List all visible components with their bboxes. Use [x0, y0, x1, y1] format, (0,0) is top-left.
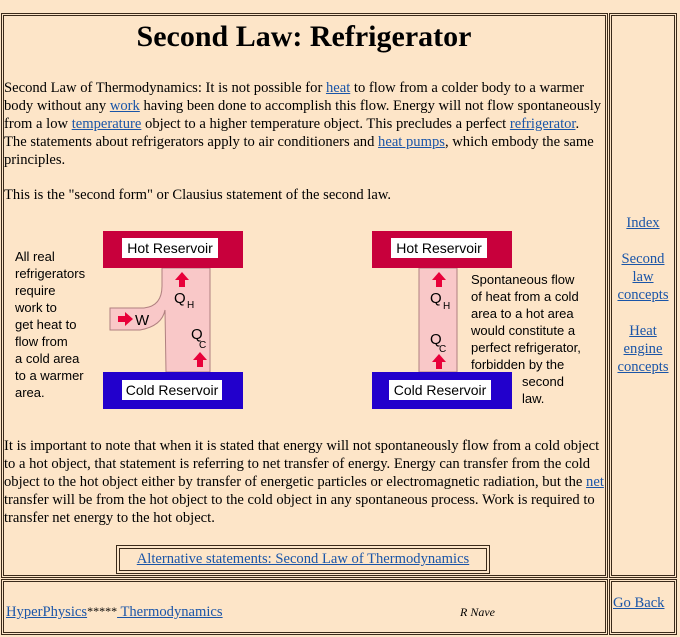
caption-line: area.: [15, 385, 45, 400]
heat-pumps-link[interactable]: heat pumps: [378, 134, 445, 150]
text: . The statements about refrigerators app…: [4, 116, 580, 150]
caption-line: would constitute a: [471, 323, 576, 338]
sidebar-nav: Index Second law concepts Heat engine concep…: [611, 214, 675, 376]
hot-reservoir-label: Hot Reservoir: [396, 240, 482, 256]
arrow-right-icon: [118, 312, 133, 326]
link-line: Second: [621, 251, 665, 267]
link-line: concepts: [617, 287, 669, 303]
caption-line: Spontaneous flow: [471, 272, 575, 287]
text: transfer will be from the hot object to …: [4, 492, 595, 526]
sidebar-cell: [609, 13, 677, 578]
link-line: Heat: [629, 323, 657, 339]
refrigerator-link[interactable]: refrigerator: [509, 116, 576, 132]
text: Second Law of Thermodynamics: It is not …: [4, 80, 326, 96]
alt-statements-box: Alternative statements: Second Law of Th…: [116, 545, 490, 574]
arrow-up-icon: [193, 352, 207, 367]
text: It is important to note that when it is …: [4, 438, 600, 490]
caption-line: get heat to: [15, 317, 77, 332]
qh-sub: H: [443, 301, 450, 312]
text: , which embody the same principles.: [4, 134, 594, 168]
caption-line: to a warmer: [15, 368, 84, 383]
cold-reservoir-label: Cold Reservoir: [126, 382, 219, 398]
author: R Nave: [460, 605, 495, 619]
right-caption: Spontaneous flow of heat from a cold area …: [471, 271, 581, 407]
qh-label: Q: [430, 290, 442, 307]
heat-link[interactable]: heat: [325, 80, 351, 96]
temperature-link[interactable]: temperature: [71, 116, 142, 132]
qc-sub: C: [199, 340, 206, 351]
work-link[interactable]: work: [109, 98, 140, 114]
qc-label: Q: [191, 326, 203, 343]
link-line: engine: [623, 341, 663, 357]
caption-line: forbidden by the: [471, 357, 565, 372]
text: object to a higher temperature object. T…: [141, 116, 510, 132]
left-caption: All real refrigerators require work to get h…: [15, 248, 85, 401]
heat-pipe: [109, 267, 211, 373]
qh-label: Q: [174, 290, 186, 307]
footer-cell: [1, 579, 608, 635]
go-back-link[interactable]: Go Back: [613, 595, 665, 611]
refrigerator-diagram: Hot Reservoir Cold Reservoir Q H W Q C: [103, 231, 243, 409]
net-link[interactable]: net: [586, 474, 604, 490]
index-link[interactable]: Index: [626, 215, 660, 231]
arrow-up-icon: [432, 354, 446, 369]
caption-line: require: [15, 283, 56, 298]
arrow-up-icon: [175, 272, 189, 287]
w-label: W: [135, 312, 150, 329]
heat-engine-concepts-link[interactable]: Heat engine concepts: [617, 323, 668, 375]
net-transfer-paragraph: It is important to note that when it is …: [4, 437, 604, 527]
caption-line: a cold area: [15, 351, 80, 366]
caption-line: flow from: [15, 334, 68, 349]
caption-line: perfect refrigerator,: [471, 340, 581, 355]
footer-links: HyperPhysics***** Thermodynamics: [6, 604, 223, 621]
footer-side-cell: [609, 579, 677, 635]
qc-label: Q: [430, 331, 442, 348]
caption-line: of heat from a cold: [471, 289, 579, 304]
intro-paragraph: Second Law of Thermodynamics: It is not …: [4, 79, 604, 169]
caption-line: refrigerators: [15, 266, 86, 281]
clausius-statement: This is the "second form" or Clausius st…: [4, 187, 392, 203]
main-cell: [1, 13, 608, 578]
cold-reservoir-label: Cold Reservoir: [394, 382, 487, 398]
caption-line: All real: [15, 249, 55, 264]
hot-reservoir-label: Hot Reservoir: [127, 240, 213, 256]
qc-sub: C: [439, 344, 446, 355]
link-line: concepts: [617, 359, 669, 375]
arrow-up-icon: [432, 272, 446, 287]
caption-line: law.: [522, 391, 545, 406]
caption-line: area to a hot area: [471, 306, 574, 321]
hyperphysics-link[interactable]: HyperPhysics: [6, 604, 88, 620]
second-law-concepts-link[interactable]: Second law concepts: [617, 251, 668, 303]
stars: *****: [87, 604, 118, 618]
link-line: law: [632, 269, 654, 285]
caption-line: second: [522, 374, 564, 389]
text: to flow from a colder body to a warmer b…: [4, 80, 585, 114]
text: having been done to accomplish this flow…: [4, 98, 602, 132]
qh-sub: H: [187, 300, 194, 311]
alt-statements-link[interactable]: Alternative statements: Second Law of Th…: [136, 551, 470, 567]
thermodynamics-link[interactable]: Thermodynamics: [117, 604, 223, 620]
page-title: Second Law: Refrigerator: [136, 20, 472, 53]
perfect-refrigerator-diagram: Hot Reservoir Cold Reservoir Q H Q C: [372, 231, 512, 409]
caption-line: work to: [15, 300, 57, 315]
